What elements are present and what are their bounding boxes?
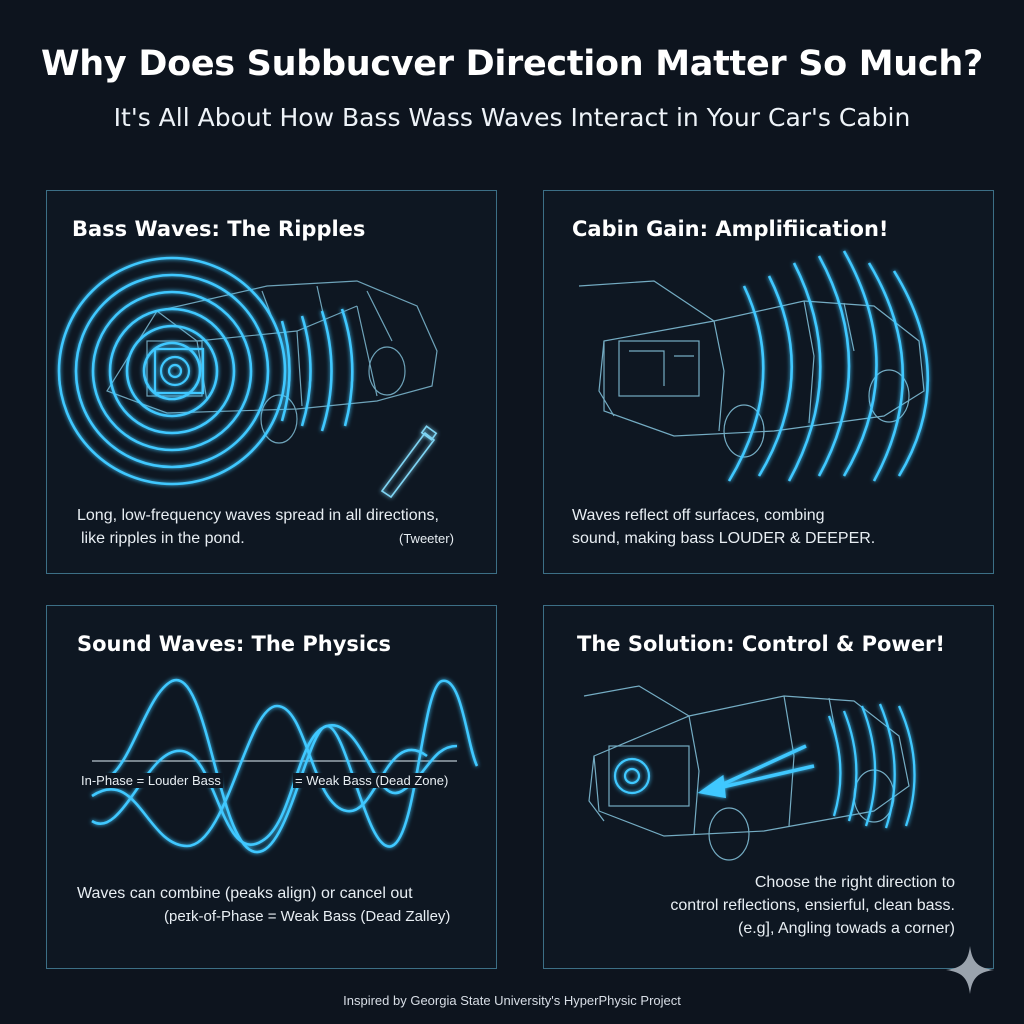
panel-caption-line1: Waves can combine (peaks align) or cance… [77,885,413,902]
panel-bass-waves: Bass Waves: The Ripples Long, low-freque… [46,190,497,574]
ripple-rings [57,256,354,486]
panel-cabin-gain: Cabin Gain: Amplifiication! Waves reflec… [543,190,994,574]
panel-caption-line1: Long, low-frequency waves spread in all … [77,507,439,524]
wave-b [91,724,458,846]
panel-caption-line1: Waves reflect off surfaces, combing [572,507,825,524]
wave-c [91,704,428,848]
panel-title: Cabin Gain: Amplifiication! [572,217,889,241]
ripples-illustration [57,256,438,499]
panel-caption-line2: control reflections, ensierful, clean ba… [670,897,955,914]
cabin-gain-illustration [578,250,930,482]
panel-sound-physics: Sound Waves: The Physics In-Phase = Loud… [46,605,497,969]
directed-waves [827,703,916,829]
tweeter-label: (Tweeter) [399,531,454,546]
sparkle-icon [946,946,994,994]
panel-caption-line2: (peɪk-of-Phase = Weak Bass (Dead Zalley) [164,908,451,925]
arrow-icon [697,744,815,799]
out-of-phase-label: = Weak Bass (Dead Zone) [293,773,451,788]
panel-title: The Solution: Control & Power! [577,632,945,656]
panel-title: Sound Waves: The Physics [77,632,392,656]
panel-caption-line3: (e.g], Angling towads a corner) [737,920,955,937]
wave-a [91,678,479,854]
car-icon [578,280,925,458]
footer-credit: Inspired by Georgia State University's H… [343,993,681,1008]
panel-caption-line1: Choose the right direction to [754,874,955,891]
in-phase-label: In-Phase = Louder Bass [79,773,223,788]
reflected-waves [727,250,930,482]
page-subtitle: It's All About How Bass Wass Waves Inter… [113,103,911,132]
page-title: Why Does Subbucver Direction Matter So M… [41,44,983,84]
panel-caption-line2: sound, making bass LOUDER & DEEPER. [572,530,876,547]
wave-interference-illustration [91,678,479,854]
tweeter-icon [380,425,438,499]
car-icon [106,280,438,444]
panel-caption-line2: like ripples in the pond. [81,530,245,547]
panel-solution: The Solution: Control & Power! Choose th… [543,605,994,969]
panel-title: Bass Waves: The Ripples [72,217,366,241]
subwoofer-icon [613,757,651,795]
solution-illustration [583,685,916,861]
subwoofer-icon [153,347,205,395]
